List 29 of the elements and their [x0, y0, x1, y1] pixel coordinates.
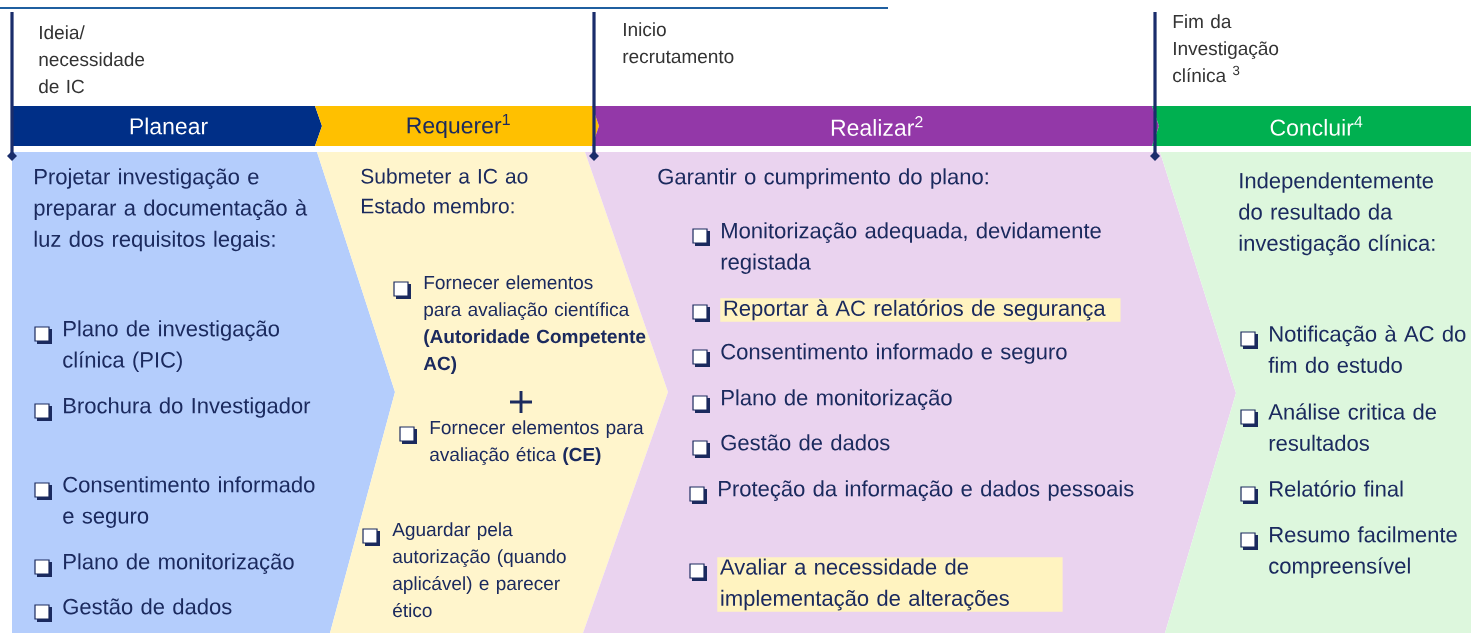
checklist-item: Análise critica de resultados [1268, 403, 1436, 451]
checklist-item: Consentimento informado e seguro [63, 476, 315, 528]
checklist-item: Notificação à AC do fim do estudo [1268, 325, 1466, 373]
panel-heading: Projetar investigação e preparar a documentação à luz dos requisitos legais: [34, 168, 308, 252]
checklist-item: Monitorização adequada, devidamente registada [721, 222, 1101, 274]
checklist-item: Plano de monitorização [722, 389, 952, 410]
checklist-item: Plano de monitorização [64, 553, 294, 574]
checklist-item: Consentimento informado e seguro [721, 343, 1067, 364]
checklist-item: Aguardar pela autorização (quando aplicável) e parecer ético [392, 522, 566, 618]
checklist-item: Relatório final [1270, 480, 1403, 497]
checklist-item: Fornecer elementos para avaliação científica (Autoridade Competente AC) [423, 275, 646, 374]
checklist-item: Proteção da informação e dados pessoais [719, 480, 1134, 501]
phase-header: Requerer$^{1}$ [315, 106, 599, 146]
milestone-label: Inicio recrutamento [623, 22, 734, 64]
milestone-label: Fim da Investigação clínica $^{3}$ [1173, 14, 1279, 83]
panel-heading: Garantir o cumprimento do plano: [658, 168, 988, 189]
checklist-item: Reportar à AC relatórios de segurança [720, 298, 1121, 322]
checklist-item: Brochura do Investigador [64, 397, 311, 418]
phase-header: Realizar$^{2}$ [592, 106, 1159, 146]
phase-header: Concluir$^{4}$ [1152, 106, 1471, 146]
checklist-item: Plano de investigação clínica (PIC) [63, 320, 279, 372]
checklist-item: Fornecer elementos para avaliação ética (CE) [430, 420, 644, 466]
phase-header: Planear [12, 106, 322, 146]
checklist-item: Gestão de dados [63, 598, 232, 615]
panel-heading: Independentemente do resultado da investigação clínica: [1239, 172, 1435, 256]
panel-heading: Submeter a IC ao Estado membro: [361, 168, 528, 214]
checklist-item: Gestão de dados [721, 434, 890, 451]
checklist-item: Avaliar a necessidade de implementação de alterações [717, 557, 1063, 612]
checklist-item: Resumo facilmente compreensível [1269, 526, 1457, 578]
